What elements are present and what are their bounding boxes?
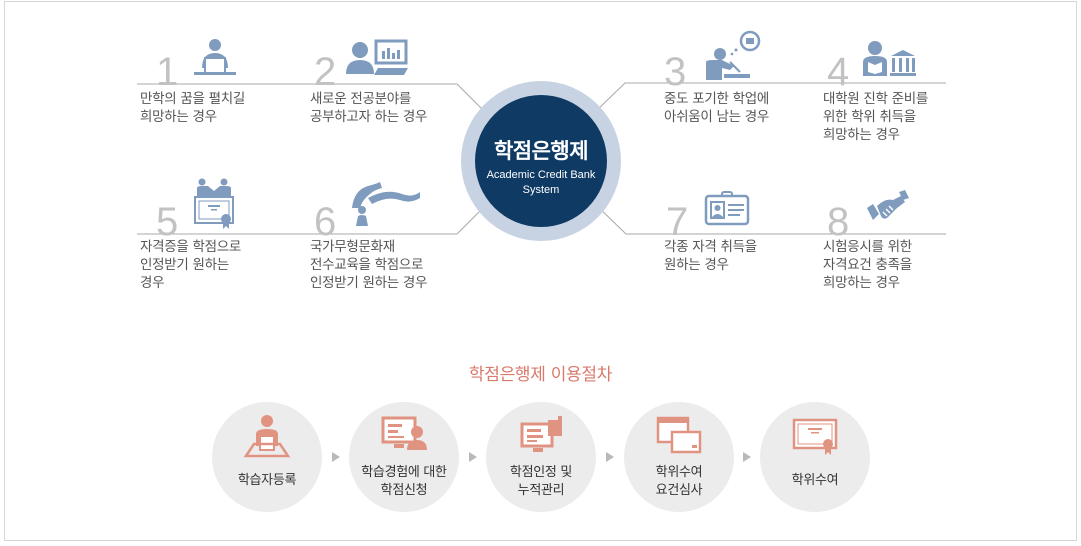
hub-title: 학점은행제 [493, 139, 589, 163]
process-title: 학점은행제 이용절차 [468, 365, 613, 385]
case-description: 자격증을 학점으로 인정받기 원하는 경우 [140, 239, 241, 291]
person-studying-book-icon [706, 30, 761, 80]
step-arrow-icon [606, 452, 614, 462]
case-description: 새로운 전공분야를 공부하고자 하는 경우 [310, 91, 428, 125]
academic-credit-bank-hub: 학점은행제 Academic Credit Bank System [461, 81, 621, 241]
handshake-icon [867, 190, 909, 220]
traditional-dancer-icon [352, 182, 420, 226]
id-badge-icon [704, 191, 750, 226]
case-number: 5 [156, 200, 179, 244]
monitor-thumbs-up-icon [520, 416, 562, 452]
process-step-4: 학위수여 요건심사 [624, 402, 734, 512]
hub-inner-circle: 학점은행제 Academic Credit Bank System [475, 95, 607, 227]
step-label: 학위수여 요건심사 [655, 465, 703, 498]
handshake-certificate-icon [194, 178, 234, 229]
monitor-person-icon [381, 416, 427, 450]
case-number: 1 [156, 50, 179, 94]
person-laptop-icon [194, 39, 236, 75]
step-arrow-icon [332, 452, 340, 462]
person-reading-university-icon [863, 41, 916, 76]
process-step-1: 학습자등록 [212, 402, 322, 512]
step-label: 학위수여 [791, 473, 839, 488]
case-description: 만학의 꿈을 펼치길 희망하는 경우 [140, 91, 245, 125]
case-number: 7 [666, 200, 689, 244]
case-description: 시험응시를 위한 자격요건 충족을 희망하는 경우 [823, 239, 912, 291]
step-arrow-icon [469, 452, 477, 462]
case-description: 중도 포기한 학업에 아쉬움이 남는 경우 [664, 91, 769, 125]
step-label: 학습경험에 대한 학점신청 [361, 465, 447, 498]
windows-review-icon [656, 416, 702, 454]
learner-registration-icon [243, 415, 291, 458]
step-label: 학점인정 및 누적관리 [509, 465, 573, 498]
person-monitor-chart-icon [346, 39, 408, 75]
process-step-2: 학습경험에 대한 학점신청 [349, 402, 459, 512]
process-step-3: 학점인정 및 누적관리 [486, 402, 596, 512]
case-number: 4 [827, 50, 850, 94]
step-label: 학습자등록 [237, 473, 297, 488]
case-number: 3 [664, 50, 687, 94]
case-number: 6 [314, 200, 337, 244]
case-description: 각종 자격 취득을 원하는 경우 [664, 239, 757, 273]
hub-subtitle: Academic Credit Bank System [486, 169, 596, 196]
process-step-5: 학위수여 [760, 402, 870, 512]
case-number: 8 [827, 200, 850, 244]
case-description: 국가무형문화재 전수교육을 학점으로 인정받기 원하는 경우 [310, 239, 428, 291]
case-number: 2 [314, 50, 337, 94]
case-description: 대학원 진학 준비를 위한 학위 취득을 희망하는 경우 [823, 91, 928, 143]
step-arrow-icon [743, 452, 751, 462]
diploma-icon [792, 418, 838, 455]
